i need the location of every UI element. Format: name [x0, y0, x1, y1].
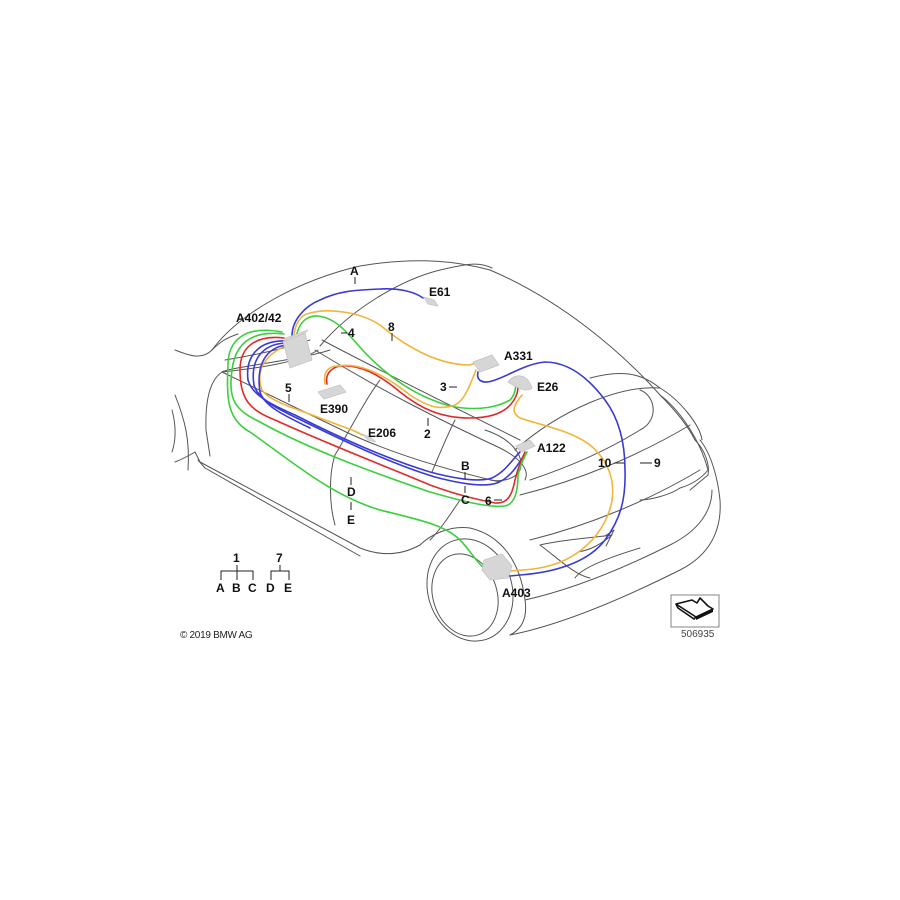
label-e61: E61 [429, 285, 451, 299]
wire-8-orange [293, 310, 479, 366]
wire-9-blue [476, 361, 626, 577]
legend-group-1-child-B: B [232, 581, 241, 595]
wire-5-orange [259, 344, 363, 436]
component-e390[interactable] [317, 384, 347, 400]
component-e61[interactable] [423, 296, 439, 307]
callout-3: 3 [440, 380, 447, 394]
wire-C-blue [258, 344, 311, 429]
wire-6-red [239, 336, 526, 504]
wire-4-green [295, 315, 517, 410]
callout-5: 5 [285, 381, 292, 395]
wire-D-green [230, 332, 528, 508]
component-a402-42[interactable] [281, 329, 313, 369]
callout-9: 9 [654, 456, 661, 470]
callout-C: C [461, 493, 470, 507]
callout-4: 4 [348, 326, 355, 340]
wire-A-blue [291, 288, 424, 337]
wire-B-blue-1 [246, 340, 521, 481]
wire-10-orange [509, 394, 614, 572]
wire-E-green [226, 329, 488, 571]
component-e26[interactable] [507, 375, 533, 391]
components [281, 296, 536, 581]
callout-10: 10 [598, 456, 612, 470]
label-a402-42: A402/42 [236, 311, 282, 325]
label-e26: E26 [537, 380, 559, 394]
isometric-view-arrow-icon [675, 597, 714, 620]
callout-A: A [350, 264, 359, 278]
wire-B-blue-2 [252, 342, 525, 486]
callout-6: 6 [485, 494, 492, 508]
callout-E: E [347, 513, 355, 527]
legend-group-7-child-D: D [266, 581, 275, 595]
label-a403: A403 [502, 586, 531, 600]
callout-2: 2 [424, 427, 431, 441]
legend-group-1-parent: 1 [233, 551, 240, 565]
component-a331[interactable] [472, 354, 500, 373]
label-a331: A331 [504, 349, 533, 363]
callout-8: 8 [388, 320, 395, 334]
wires [226, 288, 626, 577]
component-a122[interactable] [515, 439, 536, 453]
legend-group-1-child-A: A [216, 581, 225, 595]
label-a122: A122 [537, 441, 566, 455]
callout-D: D [347, 485, 356, 499]
callout-B: B [461, 459, 470, 473]
labels: A E61 A402/42 4 8 A331 E26 3 5 E390 E206… [236, 264, 661, 600]
wire-3-orange [323, 364, 477, 409]
view-orientation-box: 506935 [670, 594, 720, 640]
copyright-text: © 2019 BMW AG [180, 630, 253, 641]
legend-group-7-child-E: E [284, 581, 292, 595]
car-body-outline [171, 260, 721, 642]
image-number: 506935 [681, 629, 715, 640]
legend-group-1-child-C: C [248, 581, 257, 595]
component-a403[interactable] [481, 553, 513, 581]
label-e390: E390 [320, 402, 348, 416]
component-e206[interactable] [361, 433, 377, 443]
label-e206: E206 [368, 426, 396, 440]
legend-group-7-parent: 7 [276, 551, 283, 565]
legend-tree: 1 A B C 7 D E [216, 551, 292, 595]
